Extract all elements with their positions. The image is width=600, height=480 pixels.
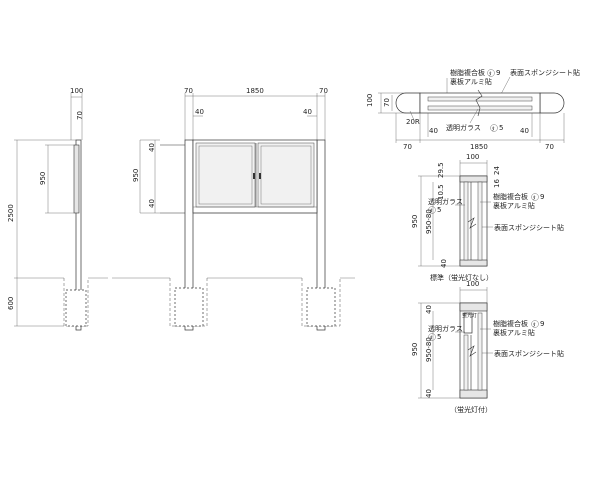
lamp-width-label: 100: [466, 280, 479, 288]
plan-inner-depth-label: 70: [383, 98, 391, 107]
section-aluminum-label: 裏板アルミ貼: [493, 201, 535, 210]
section-top-a-label: 10.5: [437, 184, 445, 200]
svg-text:樹脂複合板: 樹脂複合板: [450, 68, 485, 77]
side-post: [75, 139, 82, 331]
plan-glass-thickness: 5: [499, 124, 503, 132]
plan-inset-right-label: 40: [520, 127, 529, 135]
section-right-offset-label: 24: [493, 166, 501, 175]
side-top-width-label: 100: [70, 87, 83, 95]
section-width-label: 100: [466, 153, 479, 161]
front-bottom-frame-label: 40: [148, 199, 156, 208]
svg-text:樹脂複合板: 樹脂複合板: [493, 192, 528, 201]
plan-aluminum-label: 裏板アルミ貼: [450, 77, 492, 86]
lamp-aluminum-label: 裏板アルミ貼: [493, 328, 535, 337]
side-elevation: 100 70 950 2500 600: [7, 87, 108, 331]
front-panel-height-label: 950: [132, 169, 140, 182]
side-offset-label: 70: [76, 111, 84, 120]
section-standard: 100 29.5 24 10.5 16 樹脂複合板 ﾀ 9 裏板アルミ貼 表面ス…: [411, 153, 564, 282]
section-glass-label: 透明ガラス: [428, 197, 463, 206]
plan-right-label: 70: [545, 143, 554, 151]
plan-depth-label: 100: [366, 94, 374, 107]
plan-glass-ta: ﾀ: [492, 127, 495, 133]
front-door-right: [257, 142, 315, 208]
lamp-top-frame-label: 40: [425, 305, 433, 314]
section-left-offset-label: 29.5: [437, 162, 445, 178]
plan-resin-thickness: 9: [496, 69, 500, 77]
lamp-glass-label: 透明ガラス: [428, 324, 463, 333]
section-top-b-label: 16: [493, 179, 501, 188]
lamp-inner-label: 950-80: [425, 337, 433, 362]
side-embed-depth-label: 600: [7, 297, 15, 310]
plan-left-label: 70: [403, 143, 412, 151]
front-right-margin-label: 70: [319, 87, 328, 95]
section-glass-ta: ﾀ: [430, 209, 433, 215]
lamp-bottom-frame-label: 40: [425, 389, 433, 398]
lamp-height-label: 950: [411, 343, 419, 356]
plan-glass-label: 透明ガラス: [446, 123, 481, 132]
front-total-width-label: 1850: [246, 87, 264, 95]
lamp-glass-ta: ﾀ: [430, 336, 433, 342]
lamp-sponge-label: 表面スポンジシート貼: [494, 349, 564, 358]
section-lamp: 100 蛍光灯 樹脂複合板 ﾀ 9 裏板アルミ貼 表面スポンジシート貼 透明ガラ…: [411, 280, 564, 414]
plan-left-post: [395, 92, 421, 114]
plan-circled-ta: ﾀ: [489, 72, 492, 78]
side-panel-height-label: 950: [39, 172, 47, 185]
plan-resin-label: 樹脂複合板: [450, 68, 485, 77]
front-left-post: [184, 139, 194, 331]
section-inner-label: 950-80: [425, 209, 433, 234]
plan-sponge-label: 表面スポンジシート貼: [510, 68, 580, 77]
lamp-resin-ta: ﾀ: [533, 323, 536, 329]
side-panel: [73, 144, 80, 214]
front-elevation: 70 1850 70 40 40 950 40 40: [112, 87, 355, 331]
lamp-glass-thickness: 5: [437, 333, 441, 341]
standard-caption: 標準（蛍光灯なし）: [430, 273, 493, 282]
plan-radius-label: 20R: [406, 118, 420, 126]
section-resin-ta: ﾀ: [533, 196, 536, 202]
svg-text:透明ガラス: 透明ガラス: [428, 324, 463, 333]
lamp-resin-thickness: 9: [540, 320, 544, 328]
svg-text:透明ガラス: 透明ガラス: [428, 197, 463, 206]
side-total-height-label: 2500: [7, 204, 15, 222]
plan-inset-left-label: 40: [429, 127, 438, 135]
plan-width-label: 1850: [470, 143, 488, 151]
plan-view: 樹脂複合板 ﾀ 9 裏板アルミ貼 表面スポンジシート貼 100 70 20R 透…: [366, 68, 580, 151]
front-left-inset-label: 40: [195, 108, 204, 116]
section-sponge-label: 表面スポンジシート貼: [494, 223, 564, 232]
lamp-caption: （蛍光灯付）: [450, 405, 492, 414]
section-height-label: 950: [411, 215, 419, 228]
section-resin-label: 樹脂複合板: [493, 192, 528, 201]
section-resin-thickness: 9: [540, 193, 544, 201]
section-bottom-frame-label: 40: [440, 259, 448, 268]
svg-text:透明ガラス: 透明ガラス: [446, 123, 481, 132]
front-door-left: [195, 142, 256, 208]
lamp-tag: 蛍光灯: [462, 312, 477, 319]
plan-right-post: [539, 92, 565, 114]
front-right-inset-label: 40: [303, 108, 312, 116]
section-glass-thickness: 5: [437, 206, 441, 214]
lamp-resin-label: 樹脂複合板: [493, 319, 528, 328]
svg-text:樹脂複合板: 樹脂複合板: [493, 319, 528, 328]
front-left-margin-label: 70: [184, 87, 193, 95]
front-top-frame-label: 40: [148, 143, 156, 152]
front-right-post: [316, 139, 326, 331]
